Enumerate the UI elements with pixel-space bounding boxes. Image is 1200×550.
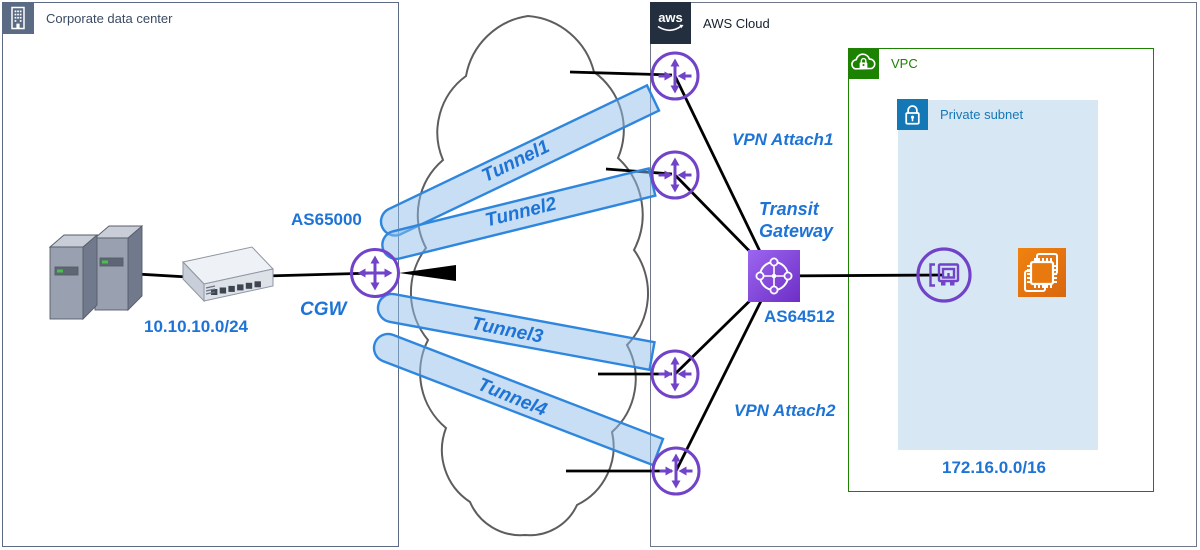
- aws-group-header: aws AWS Cloud: [650, 2, 770, 44]
- tgw-as-label: AS64512: [764, 307, 835, 326]
- tunnel4-label: Tunnel4: [474, 374, 550, 421]
- corporate-group-header: Corporate data center: [2, 2, 172, 34]
- aws-logo-text: aws: [658, 10, 683, 25]
- transit-gateway-label: Transit Gateway: [759, 199, 834, 241]
- corporate-group-title: Corporate data center: [46, 10, 173, 26]
- private-subnet-title: Private subnet: [940, 107, 1024, 122]
- private-subnet-group: Private subnet: [897, 99, 1098, 450]
- cgw-as-label: AS65000: [291, 210, 362, 229]
- vpc-group-title: VPC: [891, 56, 918, 71]
- corporate-data-center-group: Corporate data center: [2, 2, 399, 547]
- aws-logo-icon: aws: [650, 2, 691, 44]
- vpc-group-header: VPC: [848, 48, 918, 79]
- cgw-cloud-link: [399, 265, 456, 281]
- vpn-attach2-label: VPN Attach2: [734, 401, 836, 420]
- vpc-cidr-label: 172.16.0.0/16: [942, 458, 1046, 477]
- private-subnet-lock-icon: [897, 99, 928, 130]
- private-subnet-header: Private subnet: [897, 99, 1023, 130]
- corporate-building-icon: [2, 2, 34, 34]
- vpc-cloud-lock-icon: [848, 48, 879, 79]
- internet-cloud: [409, 14, 649, 537]
- onprem-cidr-label: 10.10.10.0/24: [144, 317, 248, 336]
- cgw-label: CGW: [300, 299, 347, 320]
- tunnel2-label: Tunnel2: [483, 193, 559, 232]
- vpn-attach1-label: VPN Attach1: [732, 130, 834, 149]
- aws-cloud-group: aws AWS Cloud: [650, 2, 1197, 547]
- tunnel3-label: Tunnel3: [469, 313, 545, 348]
- tunnel1-label: Tunnel1: [478, 136, 553, 187]
- vpc-group: VPC: [848, 48, 1154, 492]
- aws-group-title: AWS Cloud: [703, 15, 770, 31]
